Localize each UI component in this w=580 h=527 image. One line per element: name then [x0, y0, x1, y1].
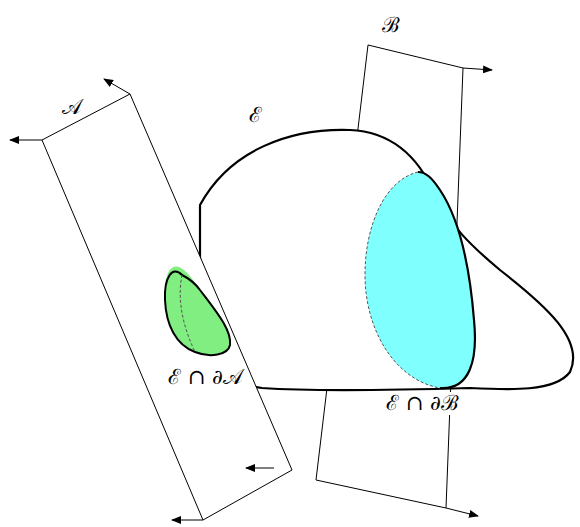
plane-label: ℬ: [380, 14, 402, 37]
plane-label: 𝒜: [60, 96, 84, 119]
section-label: ℰ ∩ ∂𝒜: [166, 366, 245, 389]
section-a-edge: [165, 272, 230, 355]
body-e: [200, 130, 573, 390]
body-label: ℰ: [247, 104, 264, 127]
section-a: [165, 267, 230, 356]
section-a-hidden-edge: [180, 275, 195, 352]
section-b-hidden-edge: [365, 172, 440, 388]
section-b: [365, 172, 475, 388]
plane-a: [10, 79, 292, 520]
section-b-edge: [418, 172, 475, 388]
section-label: ℰ ∩ ∂ℬ: [384, 392, 461, 415]
